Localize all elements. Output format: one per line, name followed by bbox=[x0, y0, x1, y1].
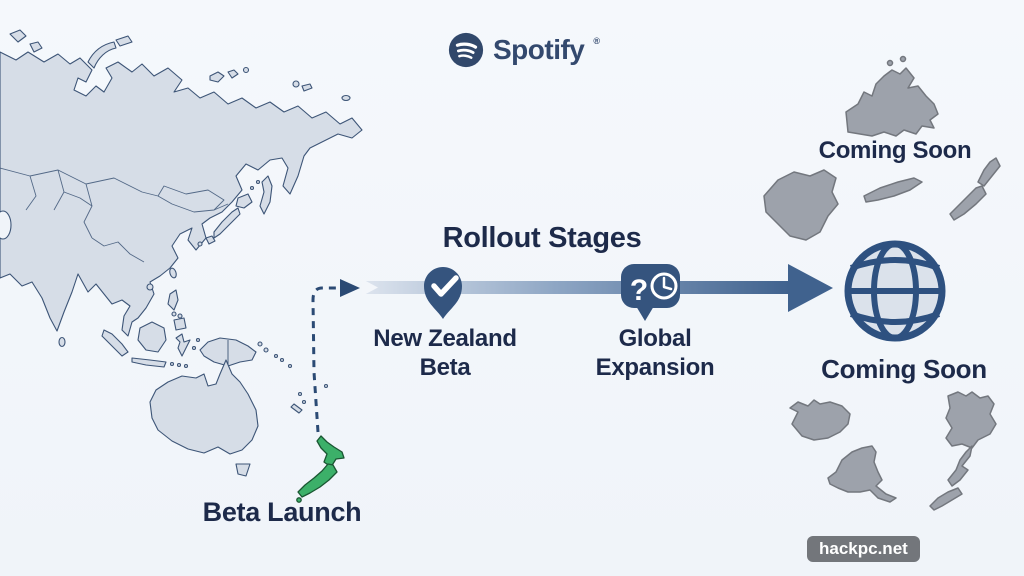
country-borders bbox=[0, 167, 229, 263]
brand-name: Spotify bbox=[493, 34, 585, 65]
sulawesi bbox=[175, 333, 191, 357]
philippines-luzon bbox=[167, 289, 179, 311]
country-new-zealand-south-2-shape bbox=[929, 487, 963, 511]
timeline-bar-start-notch bbox=[362, 279, 378, 296]
nz-stewart-island bbox=[296, 497, 302, 503]
stage-label-global-expansion: Global Expansion bbox=[595, 325, 715, 382]
coming-soon-label-top: Coming Soon bbox=[818, 137, 972, 164]
question-clock-icon: ? bbox=[621, 264, 680, 321]
nz-south-island bbox=[297, 463, 338, 498]
checkmark-pin-icon bbox=[424, 267, 462, 319]
dashed-route-arrowhead-icon bbox=[340, 279, 360, 297]
country-new-zealand-north-2-shape bbox=[947, 445, 973, 487]
watermark-badge: hackpc.net bbox=[807, 536, 920, 562]
stage-label-new-zealand-beta: New Zealand Beta bbox=[373, 325, 517, 382]
hainan bbox=[146, 283, 154, 291]
diagram-title: Rollout Stages bbox=[442, 222, 642, 254]
sakhalin bbox=[259, 175, 273, 215]
world-map bbox=[0, 29, 363, 477]
dashed-route-line bbox=[311, 286, 340, 433]
country-cuba-shape bbox=[863, 177, 923, 203]
tasmania bbox=[235, 463, 251, 477]
country-germany-shape bbox=[945, 391, 997, 449]
new-zealand-highlight bbox=[296, 435, 345, 503]
nz-north-island bbox=[316, 435, 345, 468]
spotify-logo-icon bbox=[448, 32, 484, 68]
australia bbox=[149, 359, 259, 455]
brand-header: Spotify ® bbox=[447, 30, 601, 70]
beta-launch-label: Beta Launch bbox=[202, 497, 362, 527]
japan-hokkaido bbox=[235, 193, 253, 209]
coming-soon-country-shapes bbox=[763, 55, 1001, 511]
country-iceland-shape bbox=[789, 399, 851, 441]
islands-arctic bbox=[9, 29, 27, 43]
java bbox=[131, 357, 167, 368]
timeline-bar bbox=[364, 281, 790, 294]
taiwan bbox=[169, 267, 177, 279]
brand-trademark: ® bbox=[593, 36, 601, 46]
japan-honshu bbox=[213, 207, 241, 239]
timeline-arrowhead-icon bbox=[788, 264, 833, 312]
novaya-zemlya bbox=[87, 41, 117, 69]
borneo bbox=[137, 321, 167, 353]
country-canada-shape bbox=[845, 67, 939, 137]
svg-text:?: ? bbox=[630, 274, 648, 307]
coming-soon-label-globe: Coming Soon bbox=[821, 354, 987, 384]
country-new-zealand-north-shape bbox=[977, 157, 1001, 187]
caspian-sea bbox=[0, 210, 12, 240]
state-new-york-shape bbox=[827, 445, 897, 503]
eurasia-landmass bbox=[0, 51, 363, 337]
country-france-shape bbox=[763, 169, 839, 241]
sumatra bbox=[101, 329, 129, 357]
sri-lanka bbox=[58, 336, 66, 348]
globe-icon bbox=[844, 240, 946, 342]
country-new-zealand-south-shape bbox=[949, 185, 987, 221]
